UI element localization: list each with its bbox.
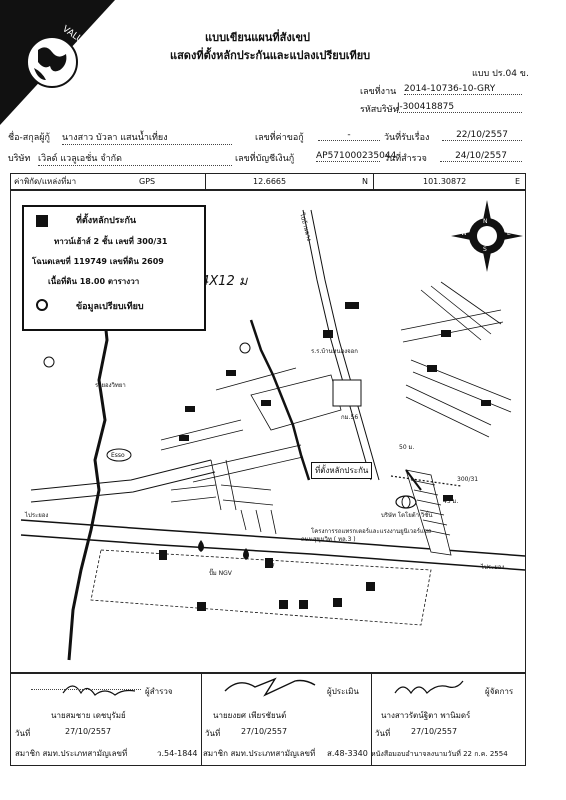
label-ptt-ngv: ปั๊ม NGV <box>209 570 232 577</box>
coords-source: GPS <box>139 177 156 186</box>
building-icons <box>159 302 491 611</box>
label-school: ร.ร.บ้านหนองจอก <box>311 348 358 355</box>
label-toyota: บริษัท โตโยต้า วิชั่น <box>381 512 433 519</box>
surveyor-signature <box>62 685 136 696</box>
account-no-value: AP571000235044 <box>316 151 397 162</box>
coords-label: ค่าพิกัด/แหล่งที่มา <box>14 177 77 186</box>
legend-line-2: ทาวน์เฮ้าส์ 2 ชั้น เลขที่ 300/31 <box>54 237 168 246</box>
toyota-icon <box>395 495 417 509</box>
surveyor-member-label: สมาชิก สมท.ประเภทสามัญเลขที่ <box>15 749 128 758</box>
form-number: แบบ ปร.04 ข. <box>472 69 529 79</box>
legend-collateral-label: ที่ตั้งหลักประกัน <box>76 216 137 226</box>
label-project: โครงการรถแทรกเตอร์และแรงงานยูนิเวอร์แซล <box>311 528 432 535</box>
borrower-no-label: เลขที่ค่าขอกู้ <box>255 133 304 143</box>
doc-subtitle: แสดงที่ตั้งหลักประกันและแปลงเปรียบเทียบ <box>170 49 371 62</box>
company-label: บริษัท <box>8 154 31 164</box>
left-road-2 <box>30 471 216 503</box>
surveyor-name: นายสมชาย เดชบุรัมย์ <box>51 711 126 720</box>
valuer-date: 27/10/2557 <box>241 727 288 736</box>
label-to-rayong-2: ไประยอง <box>25 512 49 519</box>
surveyor-member-no: ว.54-1844 <box>157 749 198 758</box>
comparison-circle-icon <box>36 299 48 311</box>
received-date-value: 22/10/2557 <box>442 130 522 141</box>
comparison-marker-1 <box>43 356 55 368</box>
left-road-1 <box>30 459 212 491</box>
label-sukhumvit: ถนนสุขุมวิท ( ทล.3 ) <box>301 536 356 543</box>
survey-date-label: วันที่สำรวจ <box>384 154 427 164</box>
coords-lon-dir: E <box>515 177 521 186</box>
job-no-value: 2014-10736-10-GRY <box>404 84 522 95</box>
soi-grid-center <box>160 367 342 535</box>
coordinates-bar: ค่าพิกัด/แหล่งที่มา GPS 12.6665 N 101.30… <box>10 173 526 191</box>
esso-icon <box>106 448 132 462</box>
surveyor-date: 27/10/2557 <box>65 727 112 736</box>
main-road-line-1 <box>20 519 525 557</box>
valuer-member-no: ส.48-3340 <box>327 749 368 758</box>
legend-line-3: โฉนดเลขที่ 119749 เลขที่ดิน 2609 <box>32 257 164 266</box>
comparison-marker-2 <box>239 342 251 354</box>
gas-station-icons <box>198 540 249 560</box>
company-code-value: J-300418875 <box>397 102 522 113</box>
customer-label: ชื่อ-สกุลผู้กู้ <box>8 133 50 143</box>
borrower-no-value: - <box>318 130 380 141</box>
customer-value: นางสาว บัวลา แสนน้ำเที่ยง <box>62 130 232 145</box>
label-esso: Esso <box>111 452 125 459</box>
legend-line-4: เนื้อที่ดิน 18.00 ตารางวา <box>48 277 140 286</box>
legend-comparison-label: ข้อมูลเปรียบเทียบ <box>76 302 144 312</box>
doc-title: แบบเขียนแผนที่สังเขป <box>205 31 310 44</box>
coords-lat-dir: N <box>362 177 368 186</box>
handwritten-note: 4X12 ม <box>201 274 248 289</box>
director-date: 27/10/2557 <box>411 727 458 736</box>
director-name: นางสาวรัตน์ฐิตา พานิมดร์ <box>381 711 471 720</box>
compass-e: E <box>507 230 511 237</box>
signature-area: ผู้สำรวจ นายสมชาย เดชบุรัมย์ วันที่ 27/1… <box>10 672 526 766</box>
collateral-strip <box>405 469 452 556</box>
soi-grid-right <box>400 281 512 438</box>
valuer-signature <box>224 677 316 697</box>
map-frame: 4X12 ม N E S W ที่ตั้งหลักประกัน ไปบ้านฉ… <box>10 189 526 674</box>
label-rayong-uni: ระยองวิทยา <box>95 382 126 389</box>
surveyor-role: ผู้สำรวจ <box>145 687 173 696</box>
company-logo: VALUATION <box>0 0 115 125</box>
label-km-marker: กม.56 <box>341 414 359 421</box>
director-block: ผู้จัดการ นางสาวรัตน์ฐิตา พานิมดร์ วันที… <box>371 673 525 765</box>
surveyor-block: ผู้สำรวจ นายสมชาย เดชบุรัมย์ วันที่ 27/1… <box>11 673 201 765</box>
north-road-1 <box>302 209 372 481</box>
label-house-no: 300/31 <box>457 476 479 483</box>
main-road-line-2 <box>20 534 525 571</box>
collateral-square-icon <box>36 215 48 227</box>
survey-date-value: 24/10/2557 <box>440 151 522 162</box>
label-seven-eleven: 7 <box>271 563 275 570</box>
coords-lat: 12.6665 <box>253 177 287 186</box>
north-road-2 <box>310 209 380 481</box>
compass-icon <box>451 200 523 272</box>
compass-n: N <box>483 218 488 225</box>
received-date-label: วันที่รับเรื่อง <box>384 133 430 143</box>
label-to-rayong: ไประยอง <box>481 564 505 571</box>
valuer-date-label: วันที่ <box>205 729 221 738</box>
stream-line <box>249 319 311 481</box>
account-no-label: เลขที่บัญชีเงินกู้ <box>235 154 295 164</box>
compass-w: W <box>461 230 467 237</box>
valuer-member-label: สมาชิก สมท.ประเภทสามัญเลขที่ <box>203 749 316 758</box>
company-code-label: รหัสบริษัท <box>360 105 399 115</box>
job-no-label: เลขที่งาน <box>360 87 397 97</box>
label-distance-45: 45 ม. <box>443 498 459 505</box>
valuer-role: ผู้ประเมิน <box>327 687 359 696</box>
director-note: หนังสือมอบอำนาจลงนามวันที่ 22 ก.ค. 2554 <box>371 750 508 758</box>
valuer-name: นายยงยศ เพียรชัยนต์ <box>213 711 287 720</box>
company-value: เวิลด์ แวลูเอชั่น จำกัด <box>38 151 232 166</box>
legend-box: ที่ตั้งหลักประกัน ทาวน์เฮ้าส์ 2 ชั้น เลข… <box>22 205 206 331</box>
coords-lon: 101.30872 <box>423 177 467 186</box>
surveyor-date-label: วันที่ <box>15 729 31 738</box>
building-box <box>332 379 362 407</box>
director-signature <box>394 680 464 695</box>
collateral-callout: ที่ตั้งหลักประกัน <box>311 462 373 479</box>
valuer-block: ผู้ประเมิน นายยงยศ เพียรชัยนต์ วันที่ 27… <box>201 673 371 765</box>
director-role: ผู้จัดการ <box>485 687 514 696</box>
industrial-boundary <box>90 549 432 626</box>
label-distance-50: 50 ม. <box>399 444 415 451</box>
director-date-label: วันที่ <box>375 729 391 738</box>
compass-s: S <box>483 246 487 253</box>
